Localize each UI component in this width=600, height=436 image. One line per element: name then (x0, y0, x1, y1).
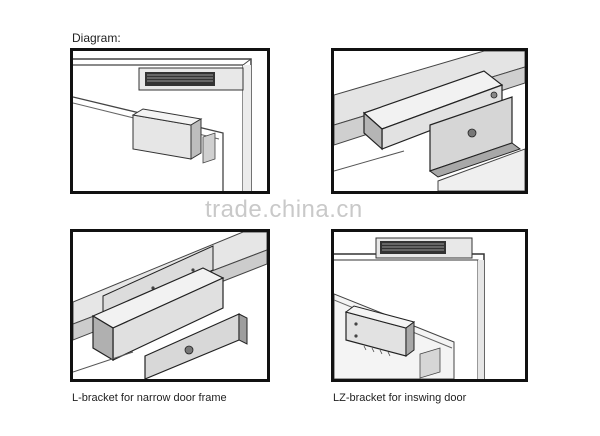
caption-l-bracket: L-bracket for narrow door frame (72, 392, 227, 404)
illustration-l-bracket (73, 232, 267, 379)
diagram-heading: Diagram: (72, 31, 121, 45)
watermark-text: trade.china.cn (205, 196, 363, 223)
panel-standard-mount (70, 48, 270, 194)
panel-bracket-closeup (331, 48, 528, 194)
illustration-bracket-closeup (334, 51, 525, 191)
panel-l-bracket (70, 229, 270, 382)
panel-lz-bracket (331, 229, 528, 382)
caption-lz-bracket: LZ-bracket for inswing door (333, 392, 467, 404)
illustration-lz-bracket (334, 237, 485, 379)
illustration-standard-mount (73, 58, 252, 191)
